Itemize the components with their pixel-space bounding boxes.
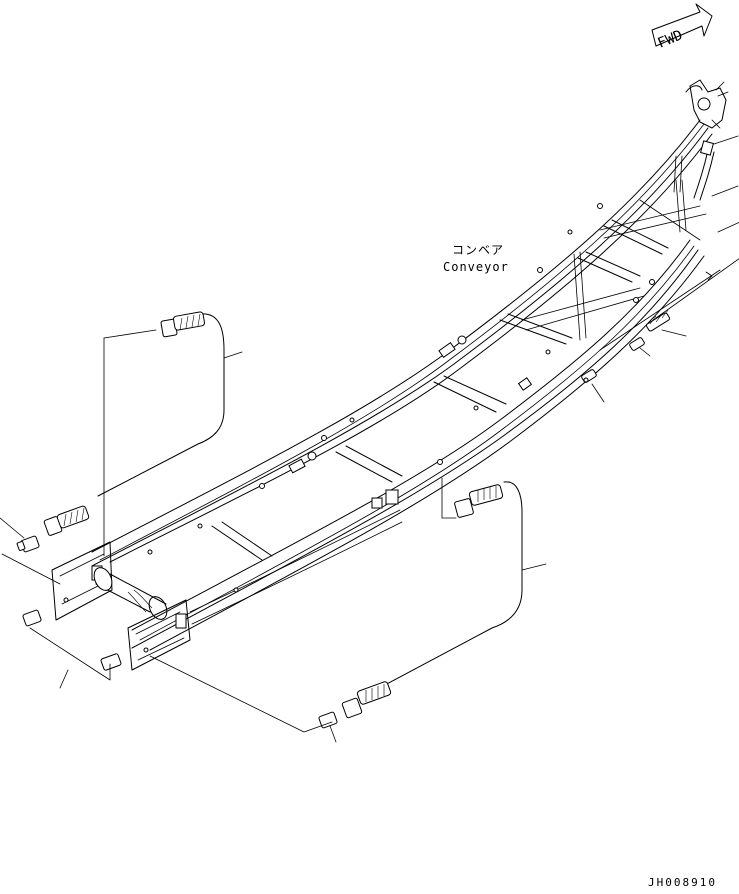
hose-fitting-right-3: [581, 369, 597, 383]
head-drive: [686, 80, 728, 128]
lower-rail: [132, 240, 704, 650]
nipple-left-2: [22, 610, 41, 627]
fwd-arrow: FWD: [652, 4, 712, 52]
conveyor-label-en: Conveyor: [443, 260, 509, 274]
cross-members: [212, 180, 706, 560]
head-hose: [674, 141, 714, 200]
drawing-code: JH008910: [648, 876, 717, 889]
leader-lines: [0, 136, 739, 742]
left-upper-hose-assembly: [44, 312, 224, 556]
upper-rail: [92, 120, 712, 566]
right-lower-hose-assembly: [150, 478, 522, 732]
nipple-left-1: [17, 536, 40, 553]
fwd-label: FWD: [656, 27, 685, 51]
conveyor-label-jp: コンベア: [452, 243, 504, 257]
hose-fitting-lower: [44, 505, 90, 536]
hose-fitting-upper: [161, 312, 205, 338]
nipple-left-3: [100, 653, 121, 670]
hose-fitting-right-lower-upper: [454, 484, 503, 518]
rail-hardware: [148, 204, 655, 593]
right-side-hose-assembly: [581, 258, 739, 383]
tail-roller: [91, 565, 171, 623]
break-mark: [706, 272, 712, 280]
hose-fitting-right-1: [646, 310, 671, 332]
tail-bracket-lower: [128, 600, 190, 670]
conveyor-frame: [52, 80, 728, 670]
left-fittings: [2, 536, 122, 680]
hose-fitting-right-lower-lower: [342, 681, 392, 718]
hose-fitting-right-2: [629, 337, 645, 351]
